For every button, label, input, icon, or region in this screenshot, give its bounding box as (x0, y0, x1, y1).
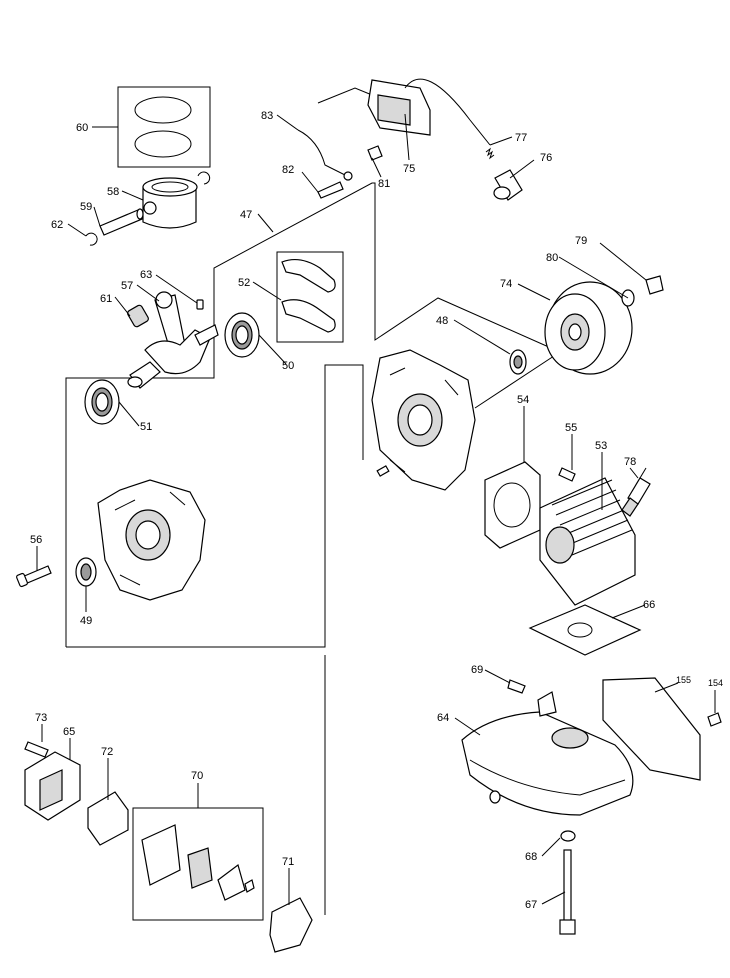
heat-plate (602, 677, 701, 781)
woodruff-key (196, 299, 204, 310)
plug-cap (493, 169, 523, 201)
callout-60: 60 (76, 122, 88, 134)
callout-76: 76 (540, 152, 552, 164)
muffler-gasket (528, 604, 642, 656)
piston-ring-upper (134, 96, 192, 124)
callout-77: 77 (515, 132, 527, 144)
callout-74: 74 (500, 278, 512, 290)
crankcase-right (371, 349, 476, 491)
bolt-82 (317, 181, 344, 199)
callout-57: 57 (121, 280, 133, 292)
bolt-81 (367, 145, 383, 161)
bolt-73 (24, 741, 49, 758)
intake-gasket (87, 791, 129, 846)
cylinder (539, 477, 636, 606)
callout-51: 51 (140, 421, 152, 433)
ground-wire (297, 129, 346, 176)
callout-54: 54 (517, 394, 529, 406)
bearing-50 (224, 312, 260, 358)
callout-71: 71 (282, 856, 294, 868)
bolt-55 (558, 467, 576, 482)
ignition-coil (317, 78, 491, 146)
callout-67: 67 (525, 899, 537, 911)
callout-56: 56 (30, 534, 42, 546)
callout-83: 83 (261, 110, 273, 122)
callout-52: 52 (238, 277, 250, 289)
callout-72: 72 (101, 746, 113, 758)
bolt-56 (16, 565, 52, 588)
callout-81: 81 (378, 178, 390, 190)
oil-seal-49 (75, 557, 97, 587)
leader-lines (36, 113, 716, 905)
callout-61: 61 (100, 293, 112, 305)
piston-pin (99, 208, 144, 236)
piston-ring-lower (134, 130, 192, 158)
callout-47: 47 (240, 209, 252, 221)
callout-labels: 60 58 59 62 47 63 57 61 52 50 51 56 49 8… (30, 110, 723, 911)
reed-plate (141, 824, 181, 886)
callout-50: 50 (282, 360, 294, 372)
callout-66: 66 (643, 599, 655, 611)
reed-petal (187, 847, 213, 889)
flywheel (544, 281, 633, 375)
callout-82: 82 (282, 164, 294, 176)
cylinder-gasket (484, 461, 541, 549)
crankshaft (127, 291, 219, 389)
oil-seal-48 (509, 349, 527, 375)
washer-68 (560, 830, 576, 842)
callout-73: 73 (35, 712, 47, 724)
reed-screw (244, 879, 255, 893)
bolt-69 (507, 679, 526, 694)
callout-49: 49 (80, 615, 92, 627)
intake-manifold (24, 751, 81, 821)
gasket-lower (281, 299, 336, 333)
callout-75: 75 (403, 163, 415, 175)
callout-154: 154 (708, 678, 723, 688)
callout-63: 63 (140, 269, 152, 281)
piston (142, 177, 198, 229)
callout-53: 53 (595, 440, 607, 452)
callout-68: 68 (525, 851, 537, 863)
wire-terminal (343, 171, 353, 181)
callout-79: 79 (575, 235, 587, 247)
circlip (197, 171, 211, 185)
callout-70: 70 (191, 770, 203, 782)
gasket-71 (269, 897, 313, 953)
callout-62: 62 (51, 219, 63, 231)
crankcase-left (97, 479, 206, 601)
callout-80: 80 (546, 252, 558, 264)
bolt-154 (707, 712, 722, 727)
callout-64: 64 (437, 712, 449, 724)
callout-55: 55 (565, 422, 577, 434)
callout-78: 78 (624, 456, 636, 468)
circlip-62 (85, 232, 98, 246)
callout-58: 58 (107, 186, 119, 198)
callout-69: 69 (471, 664, 483, 676)
callout-65: 65 (63, 726, 75, 738)
gasket-upper (281, 258, 336, 293)
spring-77 (485, 147, 495, 160)
nut-79 (645, 275, 664, 295)
reed-stopper (217, 863, 246, 901)
bearing-51 (84, 379, 120, 425)
piston-ring-box (117, 86, 211, 168)
stud-bolt-67 (559, 849, 576, 935)
callout-48: 48 (436, 315, 448, 327)
muffler (461, 691, 634, 816)
callout-59: 59 (80, 201, 92, 213)
callout-155: 155 (676, 675, 691, 685)
spark-plug (621, 467, 651, 517)
